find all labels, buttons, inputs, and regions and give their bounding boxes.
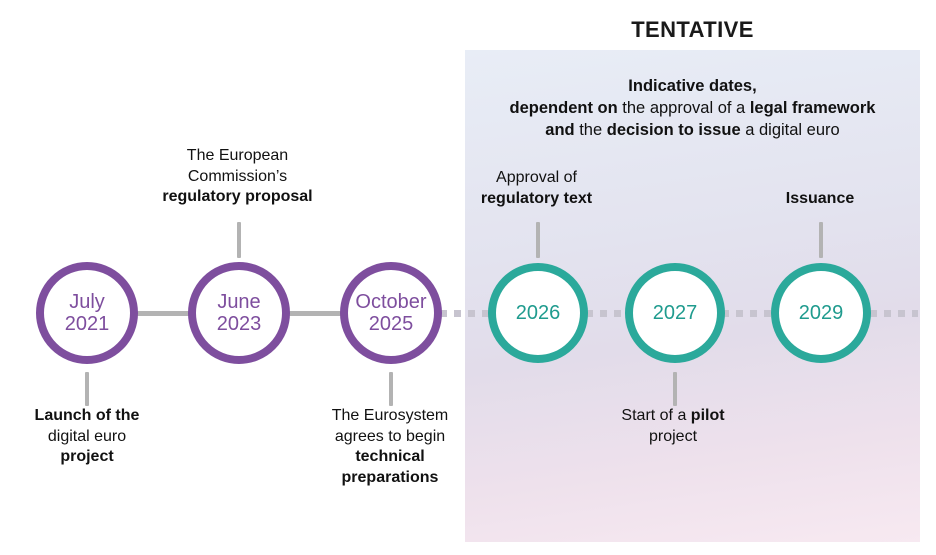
- callout-october-2025: The Eurosystem agrees to begin technical pr…: [303, 406, 477, 488]
- text-plain: Start of a: [621, 407, 691, 424]
- text-emphasis: regulatory proposal: [162, 188, 313, 205]
- text-emphasis: decision to issue: [606, 121, 746, 139]
- text-line: dependent on the approval of a legal fra…: [465, 97, 920, 119]
- callout-2026: Approval of regulatory text: [455, 168, 618, 209]
- tentative-title: TENTATIVE: [631, 17, 754, 42]
- milestone-node-october-2025[interactable]: October 2025: [340, 262, 442, 364]
- connector-2027-2029: [722, 310, 780, 317]
- milestone-node-2029[interactable]: 2029: [771, 263, 871, 363]
- tentative-note: Indicative dates, dependent on the approv…: [465, 75, 920, 141]
- node-line: July: [69, 290, 105, 313]
- text-emphasis: technical: [355, 448, 425, 465]
- text-line: project: [586, 427, 760, 448]
- stem-2029: [819, 222, 823, 258]
- text-emphasis: regulatory text: [480, 189, 593, 207]
- text-plain: The Eurosystem: [331, 407, 449, 424]
- text-line: Start of a pilot: [586, 406, 760, 427]
- text-line: regulatory text: [455, 189, 618, 210]
- stem-october-2025: [389, 372, 393, 406]
- connector-2026-2027: [586, 310, 628, 317]
- stem-2027: [673, 372, 677, 406]
- node-line: 2021: [64, 313, 110, 335]
- milestone-node-2027[interactable]: 2027: [625, 263, 725, 363]
- text-emphasis: Launch of the: [34, 407, 140, 424]
- text-plain: project: [648, 427, 698, 445]
- node-line: 2025: [368, 313, 414, 335]
- text-emphasis: preparations: [341, 468, 439, 486]
- text-plain: the approval of a: [622, 99, 750, 117]
- text-line: Launch of the: [0, 406, 174, 427]
- text-emphasis: Issuance: [785, 190, 855, 207]
- connector-july2021-june2023: [136, 311, 204, 316]
- text-line: technical: [303, 447, 477, 468]
- text-emphasis: legal framework: [749, 99, 876, 117]
- text-plain: a digital euro: [745, 121, 840, 139]
- text-line: agrees to begin: [303, 427, 477, 448]
- text-line: digital euro: [0, 427, 174, 448]
- node-line: June: [217, 290, 261, 313]
- text-plain: The European: [186, 147, 289, 164]
- connector-october2025-2026: [440, 310, 496, 317]
- callout-2029: Issuance: [741, 189, 899, 210]
- text-line: Commission’s: [149, 167, 326, 188]
- node-line: 2026: [515, 301, 561, 324]
- text-emphasis: project: [60, 448, 114, 465]
- text-plain: the: [579, 121, 607, 139]
- text-line: preparations: [303, 468, 477, 489]
- stem-july-2021: [85, 372, 89, 406]
- text-plain: digital euro: [47, 427, 127, 445]
- node-line: 2029: [798, 301, 844, 324]
- text-line: and the decision to issue a digital euro: [465, 119, 920, 141]
- node-line: 2023: [216, 313, 262, 335]
- stem-june-2023: [237, 222, 241, 258]
- text-plain: Commission’s: [187, 167, 288, 185]
- text-plain: agrees to begin: [334, 427, 446, 445]
- stem-2026: [536, 222, 540, 258]
- connector-2029-end: [870, 310, 918, 317]
- callout-july-2021: Launch of the digital euro project: [0, 406, 174, 468]
- text-line: Approval of: [455, 168, 618, 189]
- node-line: October: [355, 290, 427, 313]
- text-line: Indicative dates,: [465, 75, 920, 97]
- text-emphasis: pilot: [690, 407, 725, 424]
- text-line: The European: [149, 146, 326, 167]
- text-line: Issuance: [741, 189, 899, 210]
- milestone-node-2026[interactable]: 2026: [488, 263, 588, 363]
- text-line: regulatory proposal: [149, 187, 326, 208]
- milestone-node-july-2021[interactable]: July 2021: [36, 262, 138, 364]
- text-emphasis: dependent on: [509, 99, 623, 117]
- connector-june2023-october2025: [288, 311, 354, 316]
- milestone-node-june-2023[interactable]: June 2023: [188, 262, 290, 364]
- text-emphasis: Indicative dates,: [628, 77, 757, 95]
- text-line: project: [0, 447, 174, 468]
- text-emphasis: and: [545, 121, 580, 139]
- node-line: 2027: [652, 301, 698, 324]
- text-line: The Eurosystem: [303, 406, 477, 427]
- text-plain: Approval of: [496, 169, 577, 186]
